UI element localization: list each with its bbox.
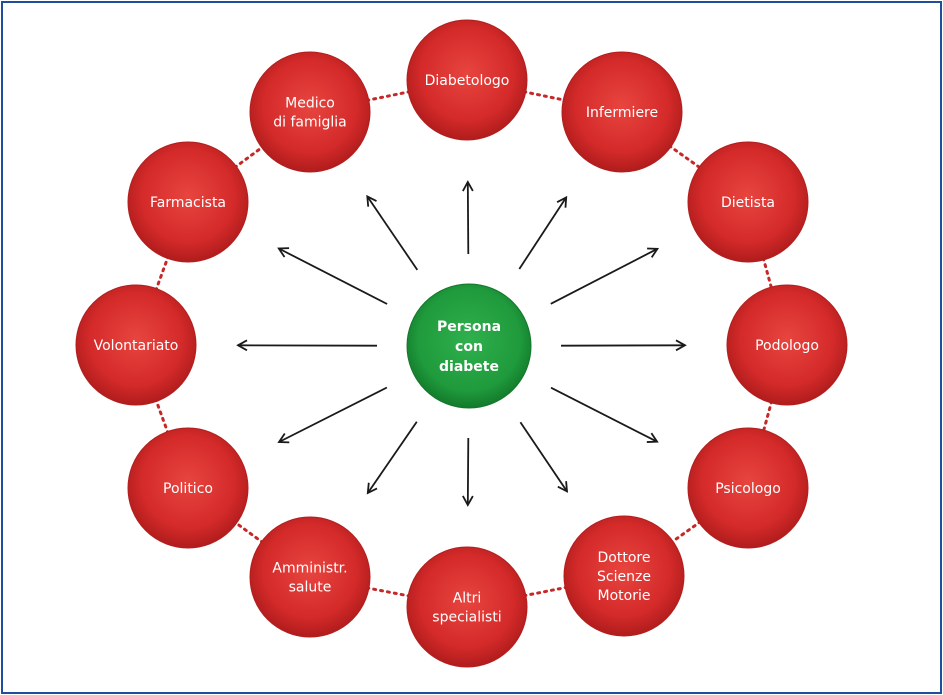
node-label: Altri [453,591,482,607]
node-label: specialisti [432,610,501,626]
arrow-to-farmacista [277,247,388,305]
ring-connector-dots [667,144,703,170]
node-label: Politico [163,481,213,497]
node-circle [726,284,848,406]
node-psicologo: Psicologo [687,427,809,549]
arrow-to-politico [277,386,388,444]
node-label: Farmacista [150,195,226,211]
node-label: Podologo [755,338,819,354]
arrow-to-psicologo [550,386,659,443]
node-medico-di-famiglia: Medico di famiglia [249,51,371,173]
node-amministr-salute: Amministr. salute [249,516,371,638]
ring-connector-dots [522,585,569,598]
center-label: con [455,339,483,355]
node-label: salute [289,580,332,596]
center-node: Persona con diabete [406,283,532,409]
arrow-to-amministr-salute [366,421,418,495]
ring-connector-dots [154,255,170,292]
ring-connector-dots [154,398,170,435]
arrow-to-infermiere [518,195,568,270]
node-circle [563,515,685,637]
node-dietista: Dietista [687,141,809,263]
node-label: di famiglia [273,115,347,131]
arrow-to-dietista [550,247,660,305]
node-circle [406,19,528,141]
node-volontariato: Volontariato [75,284,197,406]
node-label: Psicologo [715,481,781,497]
node-label: Dottore [598,550,651,566]
node-altri-specialisti: Altri specialisti [406,546,528,668]
node-circle [127,427,249,549]
node-label: Motorie [598,588,651,604]
ring-connector-dots [761,256,774,291]
ring-connector-dots [233,520,265,545]
node-politico: Politico [127,427,249,549]
ring-connector-dots [233,144,265,170]
node-circle [406,546,528,668]
node-label: Amministr. [272,561,347,577]
center-label: diabete [439,359,499,375]
arrow-to-medico-di-famiglia [366,194,419,271]
node-circle [687,141,809,263]
center-circle [406,283,532,409]
node-circle [127,141,249,263]
node-podologo: Podologo [726,284,848,406]
node-label: Infermiere [586,105,658,121]
node-infermiere: Infermiere [561,51,683,173]
arrow-to-dottore-scienze-motorie [519,421,569,493]
ring-connector-dots [669,520,703,544]
ring-dotted-connectors [154,90,774,598]
node-diabetologo: Diabetologo [406,19,528,141]
node-circle [561,51,683,173]
node-farmacista: Farmacista [127,141,249,263]
node-label: Scienze [597,569,651,585]
arrow-to-diabetologo [462,180,474,255]
arrow-to-altri-specialisti [462,437,474,507]
ring-connector-dots [365,90,412,102]
center-label: Persona [437,319,501,335]
node-label: Dietista [721,195,775,211]
nodes: DiabetologoInfermiereDietistaPodologoPsi… [75,19,848,668]
node-circle [75,284,197,406]
node-label: Volontariato [94,338,179,354]
node-circle [249,516,371,638]
node-circle [687,427,809,549]
ring-connector-dots [761,399,774,434]
node-label: Medico [285,96,335,112]
node-label: Diabetologo [425,73,510,89]
ring-connector-dots [365,586,412,598]
node-circle [249,51,371,173]
ring-connector-dots [522,90,567,102]
arrows [236,180,687,507]
